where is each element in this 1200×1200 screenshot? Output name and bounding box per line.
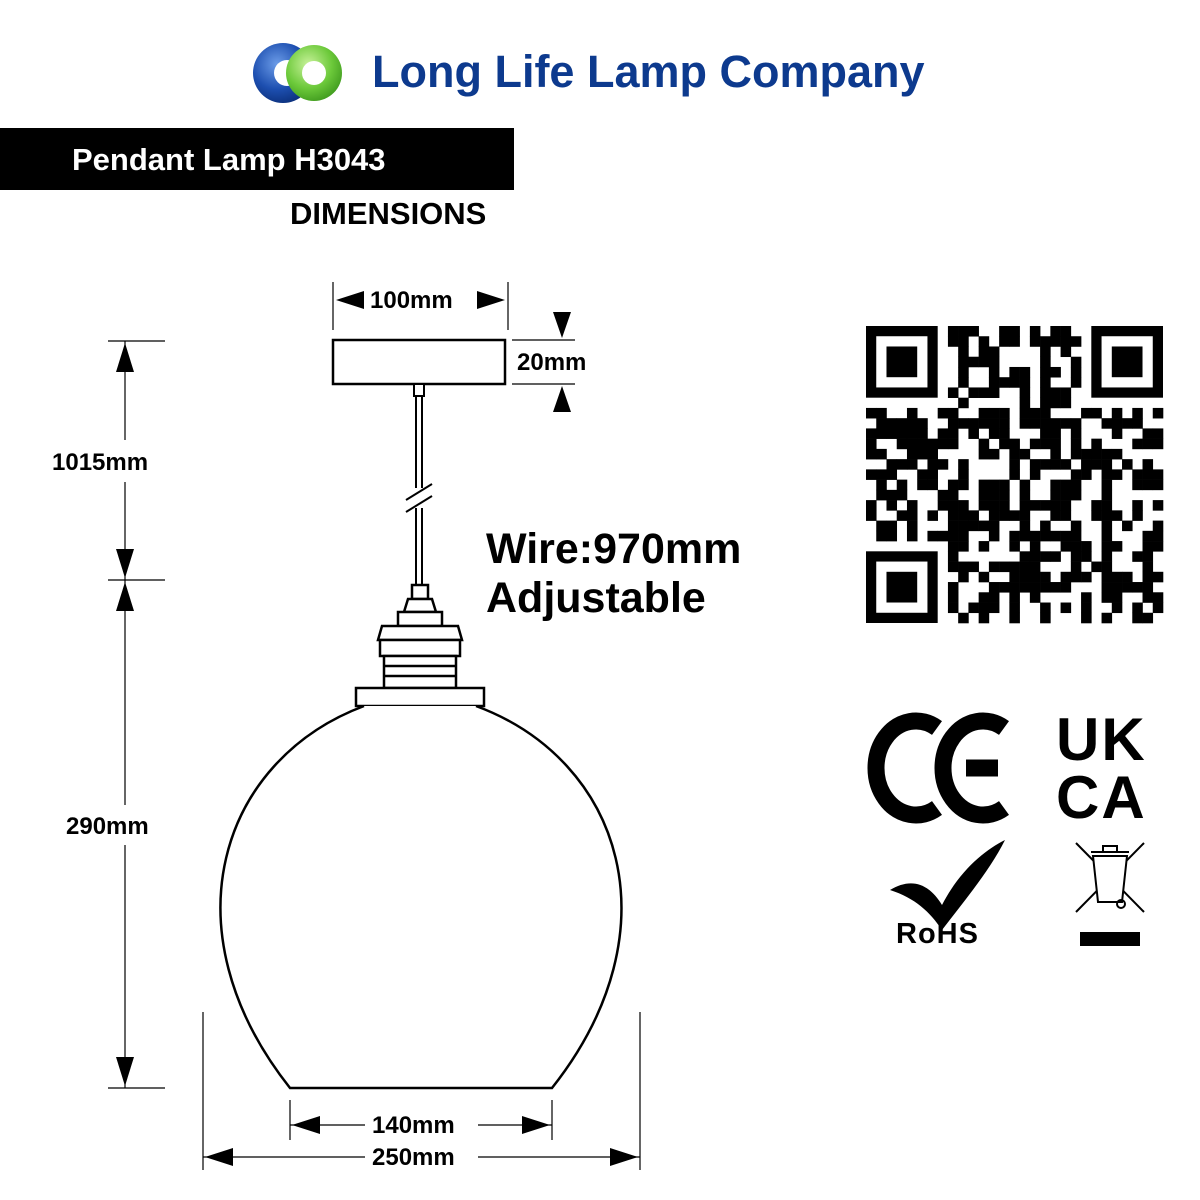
section-heading: DIMENSIONS [290,196,487,231]
glass-globe-shade [219,704,623,1090]
opening-width-label: 140mm [372,1112,455,1139]
rohs-check-icon [890,840,1005,930]
canopy-width-label: 100mm [370,287,453,314]
company-name: Long Life Lamp Company [372,46,925,97]
canopy-connector [413,383,425,397]
wire-length-label: Wire:970mm [486,525,742,573]
total-drop-label: 1015mm [52,449,149,476]
shade-height-label: 290mm [66,813,149,840]
shade-width-label: 250mm [372,1144,455,1171]
wire-adjustable-label: Adjustable [486,574,706,622]
wire-break-mark [405,483,433,513]
weee-bar [1080,932,1140,946]
ukca-mark-top: UK [1056,706,1147,773]
rohs-label: RoHS [896,918,979,950]
canopy-height-label: 20mm [517,349,587,376]
crossed-out-wheelie-bin-icon [1075,842,1145,913]
lamp-holder [354,583,486,708]
title-bar [0,128,514,190]
ukca-mark-bottom: CA [1056,764,1147,831]
ce-mark-icon [867,712,1009,824]
product-title: Pendant Lamp H3043 [72,142,386,177]
